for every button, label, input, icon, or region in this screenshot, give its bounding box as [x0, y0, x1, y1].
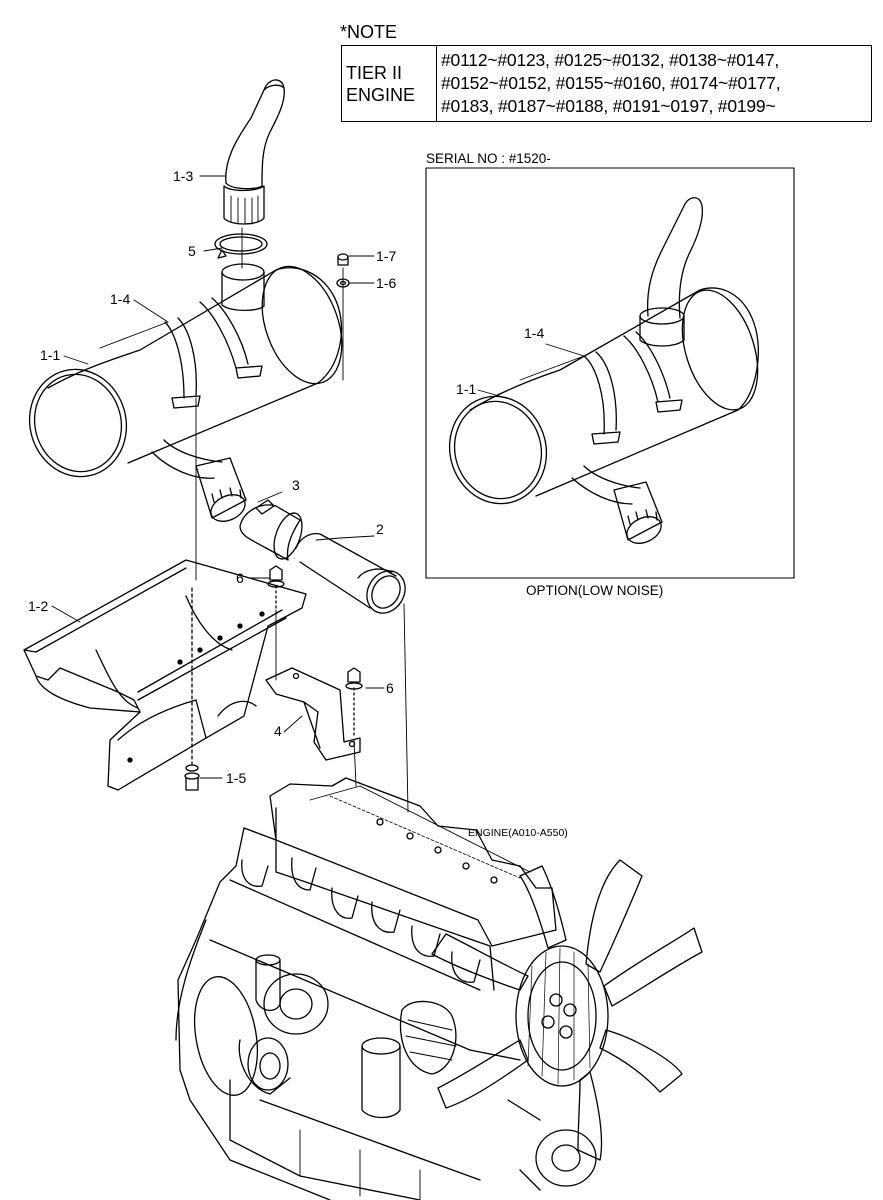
bolt-right: [345, 667, 363, 737]
callout-1-6: 1-6: [376, 275, 397, 291]
note-engine-line1: TIER II: [346, 62, 403, 83]
callout-1-4: 1-4: [110, 291, 131, 307]
note-serial-line: #0112~#0123, #0125~#0132, #0138~#0147,: [441, 50, 780, 70]
note-serial-line: #0152~#0152, #0155~#0160, #0174~#0177,: [441, 73, 781, 93]
note-engine-cell: TIER II ENGINE: [341, 45, 437, 122]
callout-1-5: 1-5: [226, 770, 247, 786]
callout-3: 3: [292, 477, 300, 493]
note-table: TIER II ENGINE #0112~#0123, #0125~#0132,…: [341, 45, 872, 122]
inset-callout-1-1: 1-1: [456, 381, 477, 397]
callout-1-7: 1-7: [376, 248, 397, 264]
callout-1-2: 1-2: [28, 598, 49, 614]
note-serial-cell: #0112~#0123, #0125~#0132, #0138~#0147, #…: [436, 45, 872, 122]
inset-serial-label: SERIAL NO : #1520-: [426, 151, 551, 166]
band-clamp: [239, 499, 303, 561]
callout-6-right: 6: [386, 680, 394, 696]
note-title: *NOTE: [340, 22, 398, 42]
engine: [175, 777, 597, 1200]
option-inset-frame: [425, 167, 795, 579]
inset-muffler: [448, 197, 759, 544]
callout-4: 4: [274, 723, 282, 739]
callout-1-1: 1-1: [40, 347, 61, 363]
inset-caption: OPTION(LOW NOISE): [526, 583, 664, 598]
callout-1-3: 1-3: [173, 168, 194, 184]
note-engine-line2: ENGINE: [346, 84, 416, 105]
tail-pipe: [223, 79, 285, 225]
cooling-fan: [431, 859, 703, 1161]
pipe-clamp: [214, 233, 268, 259]
leader-lines: [51, 175, 585, 779]
note-serial-line: #0183, #0187~#0188, #0191~0197, #0199~: [441, 96, 776, 116]
callout-6-left: 6: [236, 570, 244, 586]
support-bracket: [265, 667, 361, 761]
engine-label: ENGINE(A010-A550): [468, 827, 568, 839]
heat-shield: [23, 559, 307, 791]
callout-2: 2: [376, 521, 384, 537]
connecting-pipe: [295, 532, 406, 614]
inset-callout-1-4: 1-4: [524, 325, 545, 341]
assembly-guide-lines: [195, 227, 409, 813]
muffler: [28, 263, 343, 522]
callout-5: 5: [188, 243, 196, 259]
